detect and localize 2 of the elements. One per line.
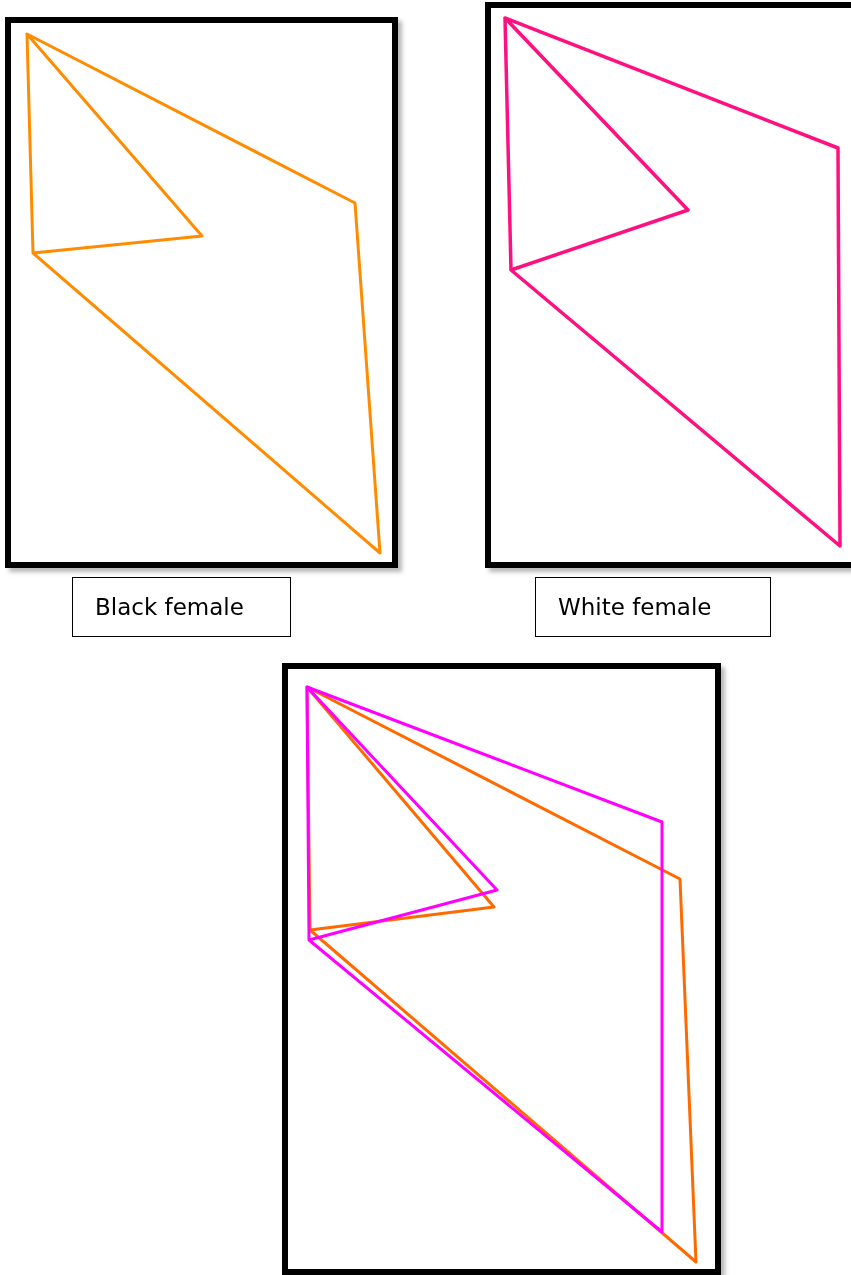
group-label: Black female — [95, 594, 244, 620]
group-label: White female — [558, 594, 712, 620]
